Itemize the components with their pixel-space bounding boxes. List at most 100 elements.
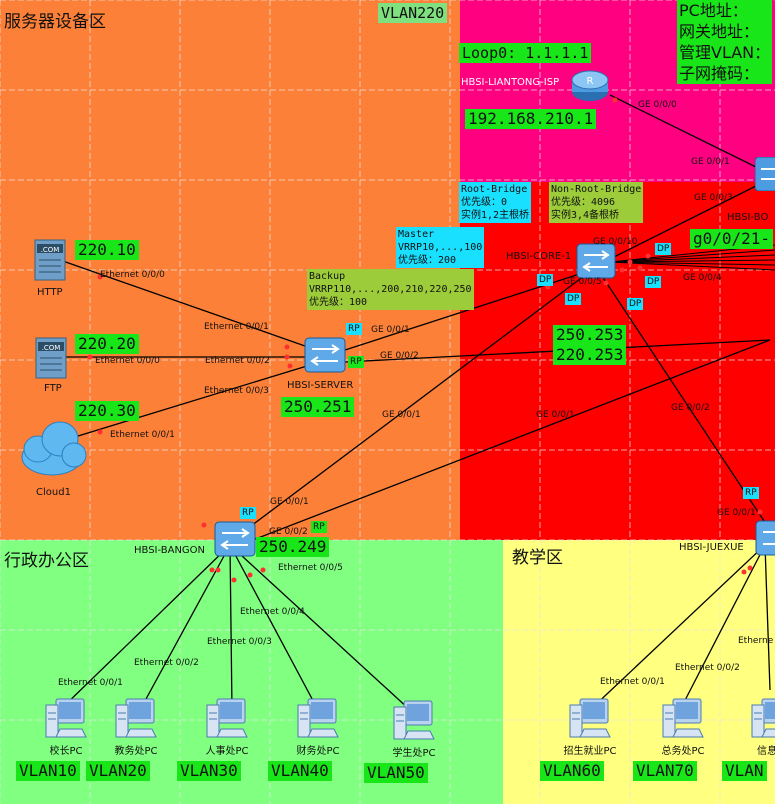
port-label: Ethernet 0/0/4 [240,607,305,617]
pc-icon[interactable] [205,695,249,739]
stp-rp-tag: RP [743,487,759,499]
core-addr2-label: 220.253 [553,345,627,365]
nonroot-bridge-title: Non-Root-Bridge [551,184,642,195]
pc-name: 财务处PC [296,746,340,757]
ftp-address-label: 220.20 [75,334,139,354]
pc-vlan-label: VLAN30 [177,761,241,781]
cloud-icon[interactable] [16,415,88,483]
link-line [139,544,231,711]
bangon-switch-icon[interactable] [214,521,256,557]
pc-vlan-label: VLAN60 [540,761,604,781]
port-dot [627,259,633,265]
core-switch-icon[interactable] [576,243,616,279]
pc-icon[interactable] [114,695,158,739]
port-label: Ethernet 0/0/1 [204,322,269,332]
stp-dp-tag: DP [645,276,662,288]
link-line [609,261,775,266]
port-label: Ethernet 0/0/2 [134,658,199,668]
vrrp-master-priority: 优先级：200 [398,255,457,266]
server-zone-title: 服务器设备区 [4,12,106,32]
ftp-server-name: FTP [44,383,62,394]
pc-icon[interactable] [392,697,436,741]
juexue-switch-icon[interactable] [755,520,775,556]
nonroot-bridge-instances: 实例3,4备根桥 [551,210,620,221]
pc-name: 招生就业PC [563,746,617,757]
pc-vlan-label: VLAN40 [268,761,332,781]
port-label: Ethernet 0/0/0 [95,356,160,366]
vlan220-label: VLAN220 [378,3,448,23]
link-line [679,544,766,711]
port-label: Ethernet 0/0/3 [207,637,272,647]
link-line [229,544,411,711]
http-address-label: 220.10 [75,240,139,260]
bangon-address-label: 250.249 [256,537,330,557]
pc-vlan-label: VLAN [722,761,767,781]
port-label: Ethernet 0/0/1 [600,677,665,687]
port-dot [619,267,625,273]
pc-icon[interactable] [296,695,340,739]
server-switch-icon[interactable] [304,337,346,373]
port-label: Ethernet 0/0/2 [205,356,270,366]
http-server-name: HTTP [37,287,63,298]
teaching-zone [503,540,775,804]
pc-icon[interactable] [568,695,612,739]
port-label: GE 0/0/4 [683,273,722,283]
port-label: GE 0/0/2 [671,403,710,413]
svg-text:R: R [587,76,594,87]
port-label: GE 0/0/0 [638,100,677,110]
juexue-switch-name: HBSI-JUEXUE [679,542,744,553]
border-router-name: HBSI-BO [727,212,769,223]
port-label: GE 0/0/1 [536,410,575,420]
port-dot [260,567,266,573]
pc-icon[interactable] [44,695,88,739]
admin-zone-title: 行政办公区 [4,551,89,571]
pc-name: 人事处PC [205,746,249,757]
info-line-mask: 子网掩码： [679,64,760,83]
link-line [234,269,593,539]
root-bridge-instances: 实例1,2主根桥 [461,210,530,221]
svg-text:.COM: .COM [42,344,61,352]
info-line-pc: PC地址： [679,1,748,20]
link-line [764,544,771,691]
pc-icon[interactable] [661,695,705,739]
stp-rp-tag: RP [240,507,256,519]
port-label: GE 0/0/3 [694,193,733,203]
pc-icon[interactable] [750,695,775,739]
port-label: GE 0/0/1 [371,325,410,335]
port-dot [637,265,643,271]
pc-name: 教务处PC [114,746,158,757]
stp-dp-tag: DP [655,243,672,255]
border-router-icon[interactable] [754,156,775,192]
pc-name: 学生处PC [392,748,436,759]
port-label: GE 0/0/5 [563,277,602,287]
port-dot [97,429,103,435]
svg-text:.COM: .COM [41,246,60,254]
link-line [597,269,771,531]
stp-rp-tag: RP [311,521,327,533]
http-server-icon[interactable]: .COM [33,238,67,282]
link-line [609,249,775,263]
port-dot [284,344,290,350]
port-dot [97,274,103,280]
stp-rp-tag: RP [346,323,362,335]
port-label: Ethernet 0/0/2 [675,663,740,673]
port-label: GE 0/0/2 [380,351,419,361]
root-bridge-title: Root-Bridge [461,184,528,195]
info-panel: PC地址： 网关地址： 管理VLAN： 子网掩码： [677,0,773,84]
router-icon[interactable]: R [570,70,610,102]
port-label: Ethernet 0/0/3 [204,386,269,396]
port-label: Ethernet 0/0/1 [110,430,175,440]
server-switch-address: 250.251 [281,397,355,417]
info-line-mgmt-vlan: 管理VLAN： [679,43,771,62]
port-dot [201,522,207,528]
bangon-switch-name: HBSI-BANGON [134,545,206,556]
ftp-server-icon[interactable]: .COM [34,336,68,380]
port-label: GE 0/0/1 [382,410,421,420]
port-dot [287,363,293,369]
link-line [609,259,775,263]
port-label: Ethernet 0/0/5 [278,563,343,573]
core-switch-name: HBSI-CORE-1 [506,251,572,262]
server-switch-name: HBSI-SERVER [287,380,354,391]
port-dot [741,569,747,575]
